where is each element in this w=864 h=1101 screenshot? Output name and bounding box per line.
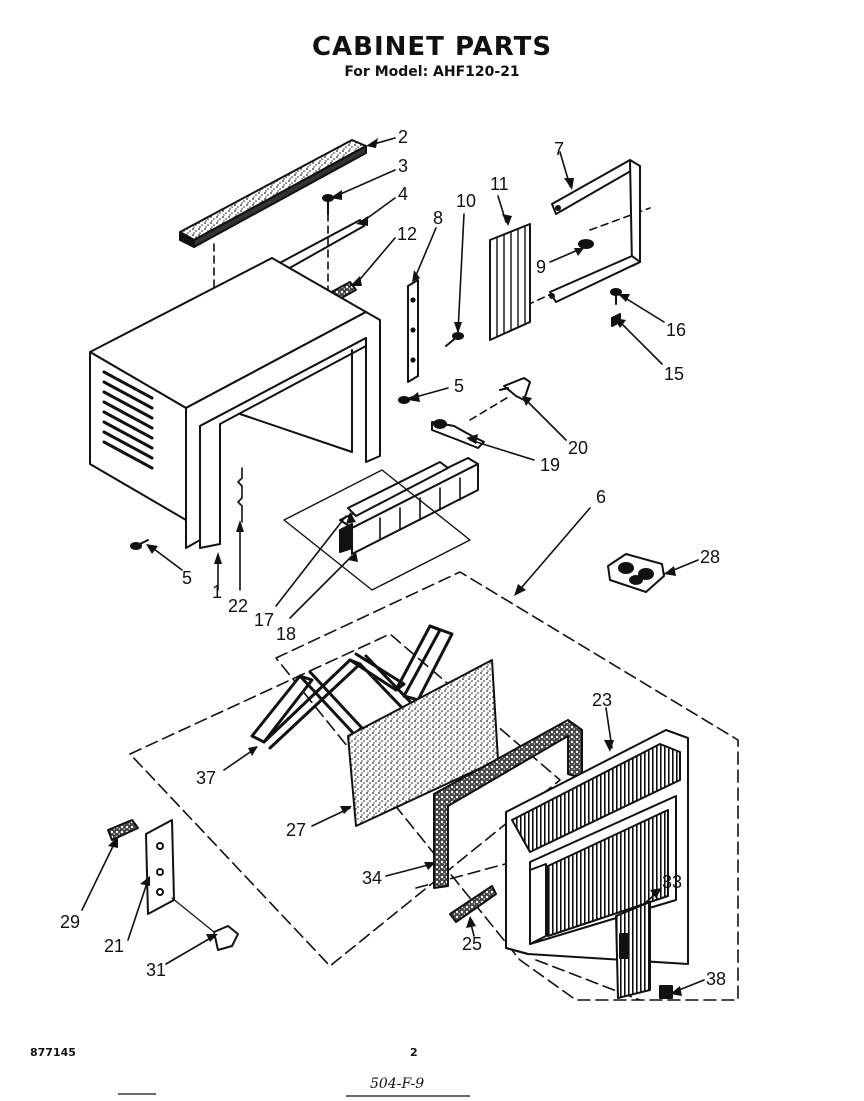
callout-17: 17 (254, 610, 274, 630)
callout-37: 37 (196, 768, 216, 788)
callout-3: 3 (398, 156, 408, 176)
callout-23: 23 (592, 690, 612, 710)
leader-arrowheads (108, 138, 682, 996)
part-8-vertical-bracket (407, 279, 419, 383)
part-33-louver-panel (615, 901, 651, 999)
part-16-screw (610, 288, 622, 305)
callout-27: 27 (286, 820, 306, 840)
part-27-air-filter (347, 659, 499, 827)
part-19-latch (431, 419, 485, 449)
callout-2: 2 (398, 127, 408, 147)
callout-18: 18 (276, 624, 296, 644)
callout-21: 21 (104, 936, 124, 956)
callout-5-upper: 5 (454, 376, 464, 396)
cabinet-housing (89, 257, 381, 549)
callout-labels: 2 3 4 12 8 10 11 7 9 16 15 5 20 19 6 28 … (60, 127, 726, 989)
page-number: 2 (410, 1046, 418, 1059)
callout-4: 4 (398, 184, 408, 204)
footer-rules (118, 1093, 470, 1097)
handwritten-note: 504-F-9 (370, 1076, 425, 1092)
callout-6: 6 (596, 487, 606, 507)
callout-38: 38 (706, 969, 726, 989)
part-34-gasket (433, 719, 583, 889)
callout-16: 16 (666, 320, 686, 340)
callout-9: 9 (536, 257, 546, 277)
callout-25: 25 (462, 934, 482, 954)
callout-5-lower: 5 (182, 568, 192, 588)
part-23-front-grille (505, 729, 689, 965)
part-11-side-panel (489, 223, 531, 341)
part-29-block (107, 819, 139, 841)
callout-31: 31 (146, 960, 166, 980)
callout-34: 34 (362, 868, 382, 888)
part-20-clip (499, 377, 531, 401)
page-title: CABINET PARTS (311, 32, 553, 62)
callout-8: 8 (433, 208, 443, 228)
part-21-mounting-plate (145, 819, 175, 915)
callout-1: 1 (212, 582, 222, 602)
callout-20: 20 (568, 438, 588, 458)
callout-22: 22 (228, 596, 248, 616)
callout-11: 11 (490, 174, 509, 194)
part-17-18-base-tray (283, 457, 479, 591)
callout-12: 12 (397, 224, 417, 244)
part-37-heater-element (250, 624, 454, 750)
part-10-screw (445, 332, 464, 347)
part-31-bushing (171, 897, 239, 951)
callout-10: 10 (456, 191, 476, 211)
callout-7: 7 (554, 139, 564, 159)
part-38-label (659, 985, 673, 999)
callout-33: 33 (662, 872, 682, 892)
part-28-knob-plate (607, 553, 665, 593)
side-louvers (102, 370, 154, 470)
part-9-fastener (578, 239, 594, 249)
callout-19: 19 (540, 455, 560, 475)
part-22-wire (237, 467, 243, 523)
callout-29: 29 (60, 912, 80, 932)
part-7-bracket-assembly (549, 159, 641, 303)
part-25-foam-strip (449, 885, 497, 923)
part-5-screw-lower (130, 539, 149, 550)
callout-15: 15 (664, 364, 684, 384)
model-subtitle: For Model: AHF120-21 (344, 64, 520, 80)
document-number: 877145 (30, 1046, 76, 1059)
callout-28: 28 (700, 547, 720, 567)
